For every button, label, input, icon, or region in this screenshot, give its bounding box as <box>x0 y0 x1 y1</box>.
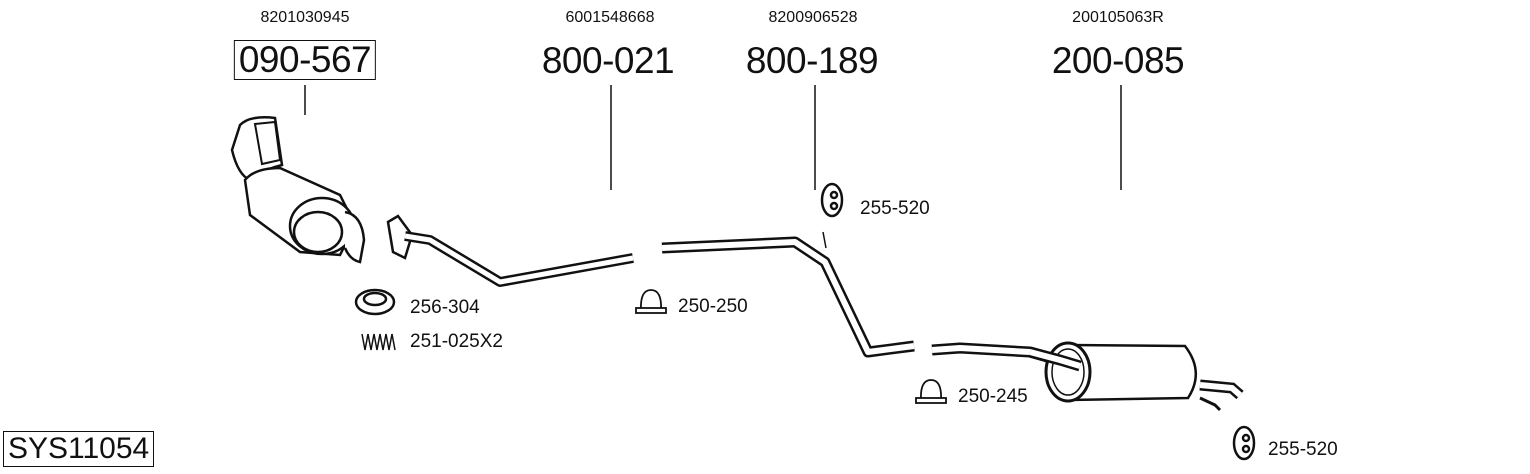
part-number-box[interactable]: 090-567 <box>233 40 377 80</box>
accessory-label[interactable]: 256-304 <box>410 297 480 318</box>
centre-pipe[interactable] <box>661 231 915 358</box>
front-pipe[interactable] <box>386 214 634 287</box>
oe-number: 6001548668 <box>565 9 655 26</box>
accessory-label[interactable]: 250-250 <box>678 296 748 317</box>
oe-number: 8200906528 <box>768 9 858 26</box>
oe-number: 8201030945 <box>260 9 350 26</box>
oe-number: 200105063R <box>1072 9 1164 26</box>
gasket-ring-icon <box>354 288 396 316</box>
accessory-label[interactable]: 255-520 <box>1268 439 1338 460</box>
catalytic-converter[interactable] <box>230 116 366 264</box>
part-number[interactable]: 200-085 <box>1051 40 1185 81</box>
accessory-label[interactable]: 255-520 <box>860 198 930 219</box>
part-number[interactable]: 800-021 <box>541 40 675 81</box>
clamp-icon <box>635 289 667 314</box>
accessory-label[interactable]: 251-025X2 <box>410 331 503 352</box>
hanger-icon <box>1232 425 1256 461</box>
part-number[interactable]: 800-189 <box>745 40 879 81</box>
rear-silencer[interactable] <box>931 341 1244 412</box>
spring-icon <box>361 333 396 351</box>
accessory-label[interactable]: 250-245 <box>958 386 1028 407</box>
clamp-icon <box>915 379 947 404</box>
system-id: SYS11054 <box>3 431 155 467</box>
hanger-icon <box>820 182 844 218</box>
